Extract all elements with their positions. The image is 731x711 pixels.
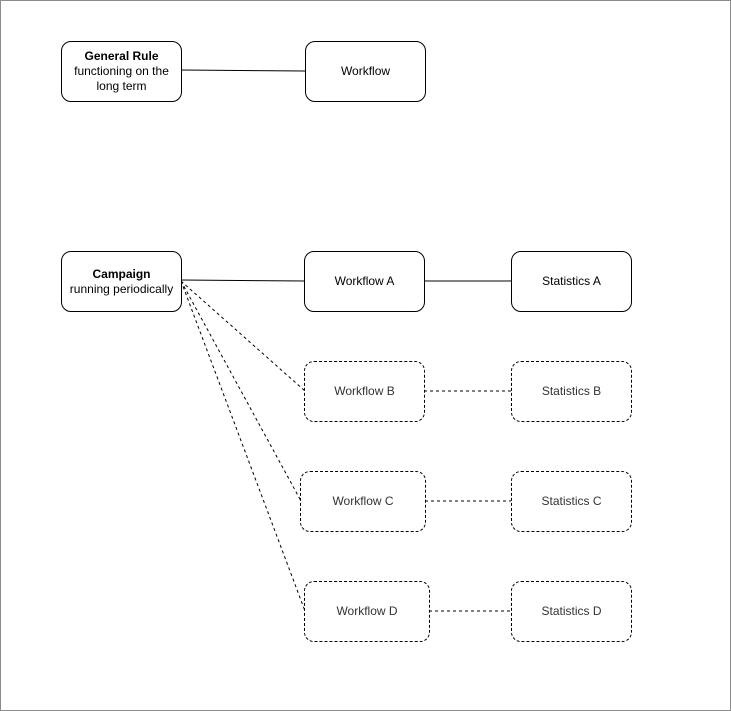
statistics-a-label: Statistics A xyxy=(542,274,601,288)
edge-campaign-to-workflow-a xyxy=(180,279,306,282)
general-rule-subtitle-line2: long term xyxy=(96,79,147,93)
edge-campaign-to-workflow-b xyxy=(180,280,306,392)
general-rule-node[interactable]: General Rule functioning on the long ter… xyxy=(61,41,182,102)
campaign-title: Campaign xyxy=(92,266,151,281)
campaign-subtitle: running periodically xyxy=(69,281,174,296)
workflow-d-label: Workflow D xyxy=(336,604,398,618)
statistics-d-label: Statistics D xyxy=(541,604,602,618)
general-rule-title: General Rule xyxy=(84,49,159,63)
statistics-b-label: Statistics B xyxy=(541,384,602,398)
statistics-b-node[interactable]: Statistics B xyxy=(511,361,632,422)
workflow-node[interactable]: Workflow xyxy=(305,41,426,102)
workflow-a-label: Workflow A xyxy=(334,274,395,288)
statistics-d-node[interactable]: Statistics D xyxy=(511,581,632,642)
workflow-c-node[interactable]: Workflow C xyxy=(300,471,426,532)
statistics-c-node[interactable]: Statistics C xyxy=(511,471,632,532)
workflow-d-node[interactable]: Workflow D xyxy=(304,581,430,642)
campaign-node[interactable]: Campaign running periodically xyxy=(61,251,182,312)
workflow-c-label: Workflow C xyxy=(332,494,394,508)
general-rule-subtitle-line1: functioning on the xyxy=(74,64,169,78)
statistics-c-label: Statistics C xyxy=(541,494,602,508)
workflow-b-node[interactable]: Workflow B xyxy=(304,361,425,422)
workflow-label: Workflow xyxy=(340,64,391,78)
workflow-b-label: Workflow B xyxy=(334,384,395,398)
statistics-a-node[interactable]: Statistics A xyxy=(511,251,632,312)
edge-campaign-to-workflow-d xyxy=(180,280,306,612)
edge-general-rule-to-workflow xyxy=(180,69,306,72)
edge-campaign-to-workflow-c xyxy=(180,280,302,502)
workflow-a-node[interactable]: Workflow A xyxy=(304,251,425,312)
